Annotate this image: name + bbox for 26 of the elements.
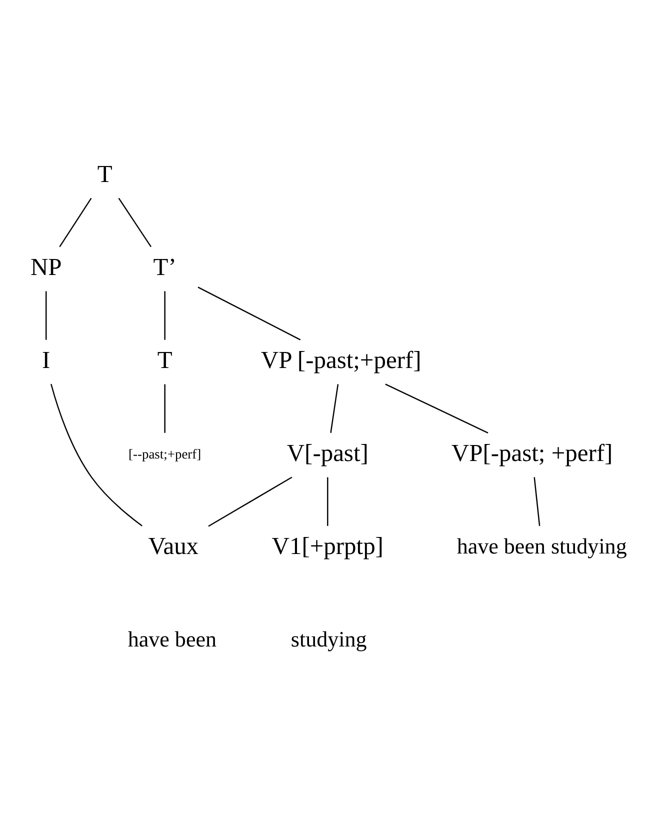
connector — [164, 384, 166, 432]
node-text: I — [42, 346, 50, 374]
connector — [327, 476, 328, 526]
connector — [164, 290, 166, 340]
connector — [118, 197, 152, 247]
connector — [50, 383, 142, 526]
connector — [330, 384, 339, 432]
node-text: VP [-past;+perf] — [260, 346, 422, 374]
node-text: T’ — [153, 254, 176, 281]
node-text: VP[-past; +perf] — [451, 440, 613, 467]
node-text: T — [97, 160, 112, 188]
connector — [46, 290, 47, 340]
connector — [534, 476, 540, 526]
node-text: Vaux — [148, 532, 199, 560]
connector — [208, 476, 292, 526]
connector — [198, 286, 301, 340]
node-text: V[-past] — [286, 440, 368, 467]
connector — [385, 383, 488, 433]
node-text: have been — [128, 626, 216, 651]
node-text: NP — [30, 254, 62, 281]
node-text: have been studying — [456, 532, 627, 558]
node-text: V1[+prptp] — [272, 532, 384, 560]
connector — [59, 197, 92, 247]
node-text: studying — [290, 626, 367, 651]
node-text: [--past;+perf] — [128, 446, 202, 461]
node-text: T — [157, 346, 172, 374]
